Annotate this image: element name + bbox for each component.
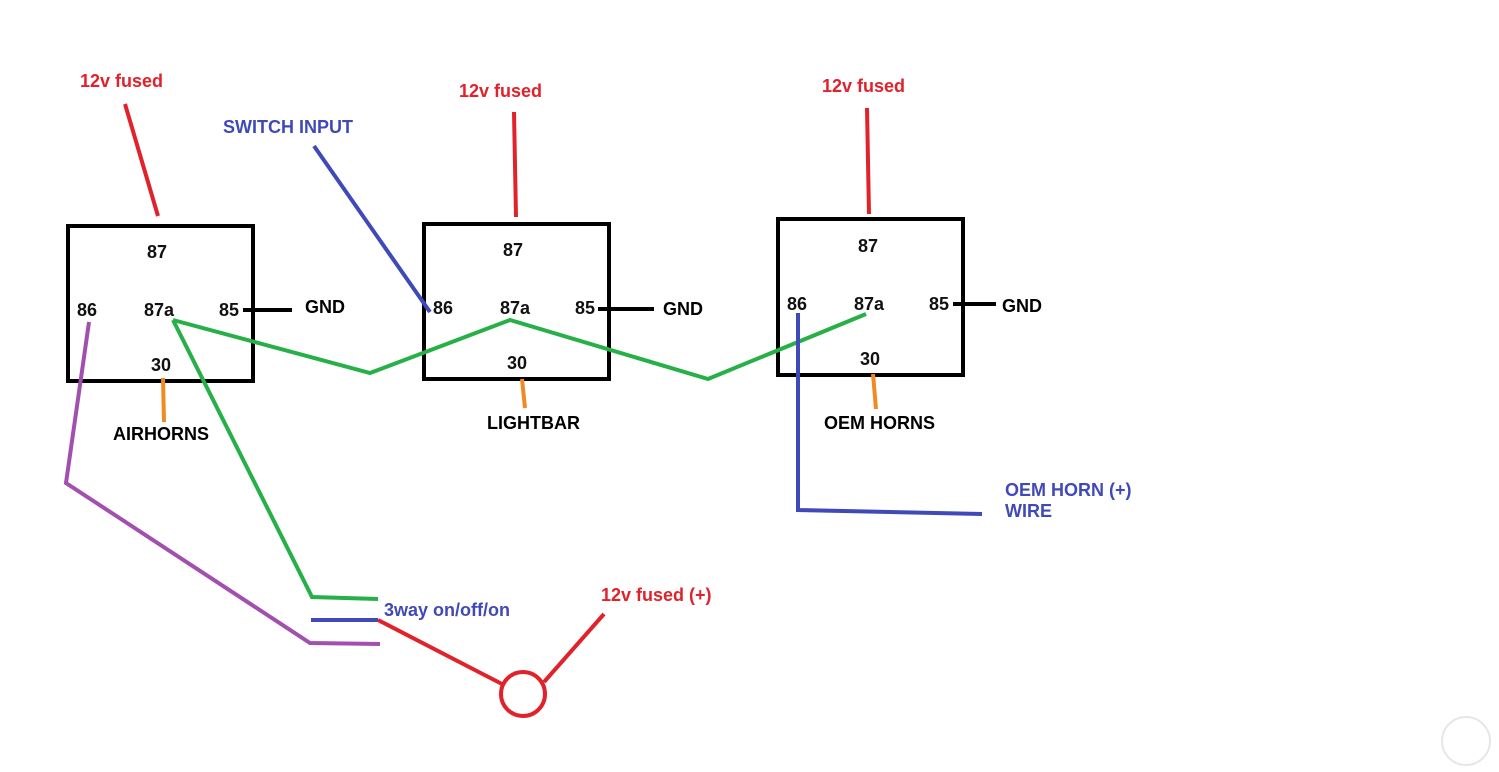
relay2-supply-label: 12v fused [459, 81, 543, 101]
relay2-pin-87a: 87a [500, 298, 531, 318]
switch-supply-wire-b [542, 612, 606, 684]
relay2-pin-30: 30 [507, 353, 528, 373]
load-wire-oem-horns [871, 373, 878, 410]
relay3-supply-label: 12v fused [822, 76, 906, 96]
relay3-pin-30: 30 [860, 349, 881, 369]
relay3-pin-85: 85 [929, 294, 950, 314]
relay1-pin-87a: 87a [144, 300, 175, 320]
power-wire-relay2 [512, 111, 518, 218]
relay3-load-label: OEM HORNS [824, 413, 936, 433]
relay3-ground-label: GND [1002, 296, 1042, 316]
relay1-pin-87: 87 [147, 242, 168, 262]
relay1-ground-label: GND [305, 297, 345, 317]
relay2-pin-87: 87 [503, 240, 524, 260]
switch-supply-label: 12v fused (+) [601, 585, 712, 605]
oem-horn-wire-label-line2: WIRE [1005, 501, 1052, 521]
relay1-load-label: AIRHORNS [113, 424, 210, 444]
relay1-pin-86: 86 [77, 300, 98, 320]
oem-horn-wire-label-line1: OEM HORN (+) [1005, 480, 1132, 500]
load-wire-lightbar [520, 378, 527, 409]
switch-supply-wire-a [377, 618, 503, 686]
relay3-pin-86: 86 [787, 294, 808, 314]
relay2-load-label: LIGHTBAR [487, 413, 580, 433]
relay2-pin-86: 86 [433, 298, 454, 318]
power-wire-relay1 [123, 103, 160, 217]
relay3-pin-87a: 87a [854, 294, 885, 314]
oem-horn-wire [796, 313, 983, 516]
relay1-supply-label: 12v fused [80, 71, 164, 91]
coil-wire-relay1 [63, 321, 381, 646]
relay1-pin-30: 30 [151, 355, 172, 375]
relay-box-oem-horns [776, 217, 965, 377]
switch-name-label: 3way on/off/on [384, 600, 510, 620]
fuse-circle-icon [499, 670, 547, 718]
link-wire-to-switch [171, 319, 379, 601]
relay2-ground-label: GND [663, 299, 703, 319]
relay-box-airhorns [66, 224, 255, 383]
switch-input-wire [312, 144, 432, 314]
watermark-seal [1441, 716, 1491, 766]
load-wire-airhorns [161, 377, 166, 423]
relay1-pin-85: 85 [219, 300, 240, 320]
switch-input-label: SWITCH INPUT [223, 117, 353, 137]
relay2-pin-85: 85 [575, 298, 596, 318]
power-wire-relay3 [865, 107, 871, 215]
link-wire-87a [172, 312, 867, 382]
relay3-pin-87: 87 [858, 236, 879, 256]
